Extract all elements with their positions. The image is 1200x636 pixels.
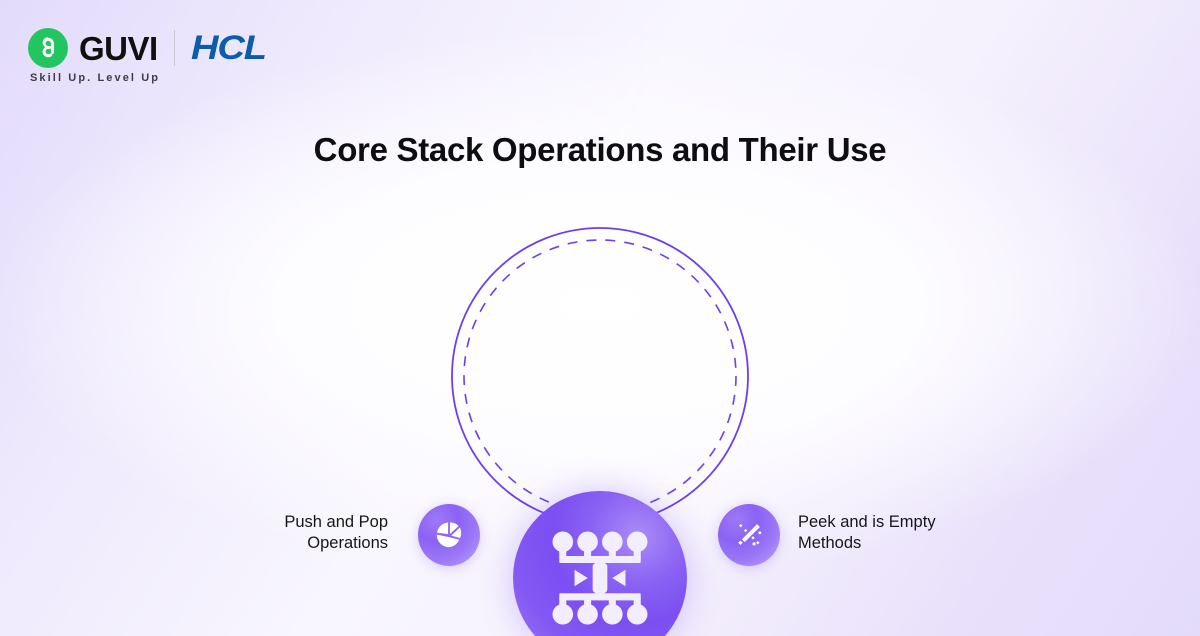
outer-ring: [451, 227, 749, 525]
label-line: Methods: [798, 534, 862, 552]
node-push-and-pop[interactable]: [418, 504, 480, 566]
guvi-logo: GUVI: [28, 28, 158, 68]
label-peek-and-isempty: Peek and is Empty Methods: [798, 512, 1048, 554]
hub-and-spoke-diagram: Push and Pop Operations Peek and is Empt…: [0, 196, 1200, 636]
label-line: Operations: [307, 534, 388, 552]
label-line: Peek and is Empty: [798, 513, 936, 531]
label-push-and-pop: Push and Pop Operations: [148, 512, 388, 554]
brand-tagline: Skill Up. Level Up: [30, 72, 161, 84]
node-peek-and-isempty[interactable]: [718, 504, 780, 566]
page-title: Core Stack Operations and Their Use: [313, 131, 887, 168]
brand-divider: [173, 30, 175, 66]
pie-segments-icon: [436, 522, 462, 548]
label-line: Push and Pop: [284, 513, 388, 531]
magic-wand-sparkle-icon: [738, 523, 762, 546]
guvi-logo-icon: [28, 28, 68, 68]
center-hub: [513, 491, 687, 636]
orbit-rings: [451, 227, 749, 525]
hcl-wordmark: HCL: [190, 29, 267, 67]
guvi-wordmark: GUVI: [79, 29, 158, 67]
network-hierarchy-icon: [552, 531, 648, 625]
inner-dashed-ring: [463, 239, 737, 513]
brand-lockup: GUVI HCL Skill Up. Level Up: [28, 28, 267, 84]
brand-logos-row: GUVI HCL: [28, 28, 267, 68]
